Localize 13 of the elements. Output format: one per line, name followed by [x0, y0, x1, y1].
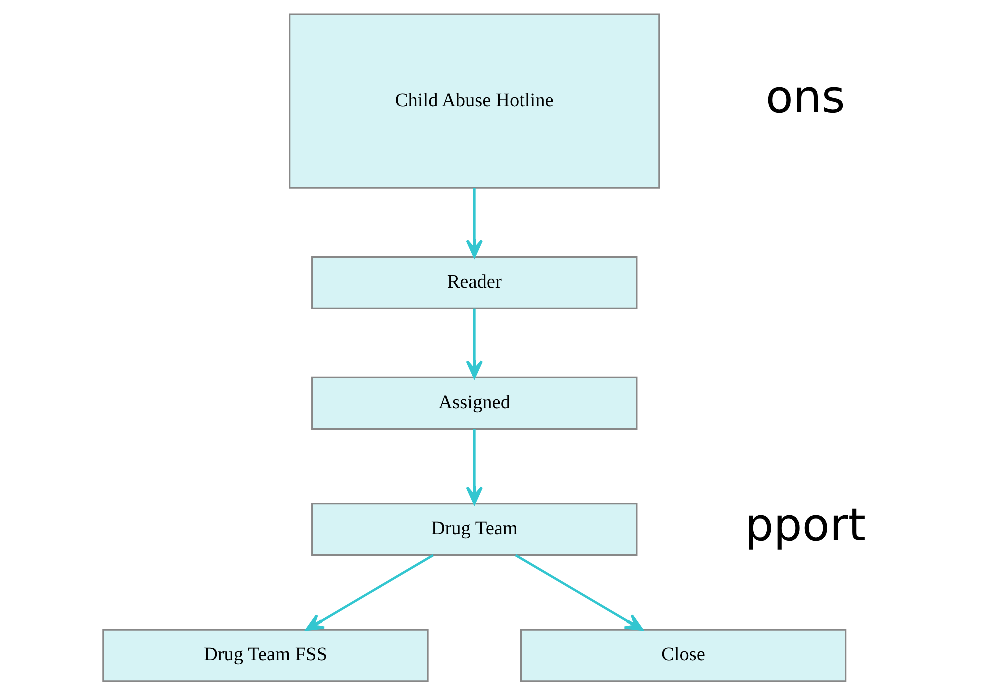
node-box: Child Abuse Hotline [288, 14, 660, 189]
arrow [514, 554, 644, 632]
label: pport [744, 498, 866, 552]
label: ons [765, 70, 845, 124]
arrow [466, 188, 483, 258]
node-box: Drug Team FSS [102, 629, 428, 682]
node-box: Reader [311, 256, 638, 310]
arrow [466, 429, 483, 505]
arrow [305, 554, 434, 632]
node-box: Assigned [311, 376, 638, 430]
node-box: Drug Team [311, 503, 638, 556]
arrow [466, 308, 483, 379]
node-box: Close [520, 629, 846, 682]
